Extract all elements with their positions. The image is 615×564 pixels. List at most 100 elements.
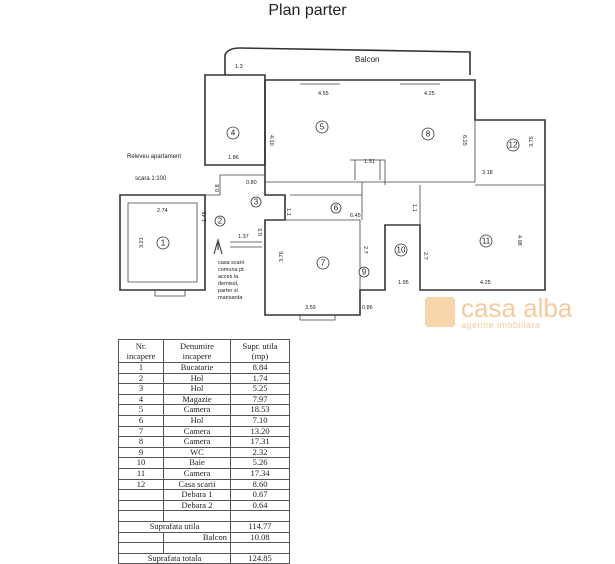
table-cell (118, 489, 164, 501)
balcony-outline (224, 47, 471, 75)
table-cell (118, 510, 164, 522)
svg-text:1.31: 1.31 (364, 159, 375, 165)
svg-text:10: 10 (397, 246, 406, 255)
table-cell: 7.10 (230, 414, 290, 427)
table-cell: 2 (118, 372, 164, 385)
floor-plan: 1 2 3 4 5 6 7 8 9 10 11 12 Balcon Releve… (119, 47, 546, 321)
table-cell: Camera (163, 404, 231, 416)
page-title: Plan parter (268, 2, 347, 19)
svg-text:3.21: 3.21 (139, 237, 145, 248)
svg-text:7: 7 (321, 259, 326, 268)
svg-text:0.86: 0.86 (362, 305, 373, 311)
svg-text:3.76: 3.76 (279, 251, 285, 262)
room-10-marker: 10 (394, 243, 408, 257)
svg-text:demisol,: demisol, (218, 281, 239, 287)
table-cell: Suprafata totala (118, 552, 231, 564)
room-8-marker: 8 (421, 127, 435, 141)
table-cell: 7 (118, 425, 164, 438)
svg-text:3.75: 3.75 (529, 136, 535, 147)
table-cell: Bucatarie (163, 362, 231, 374)
table-cell: Suprafata utila (118, 520, 231, 533)
stair-note: casa scarii comuna pt. acces la demisol,… (218, 260, 246, 301)
survey-label: Releveu apartament (127, 154, 181, 160)
table-cell: 18.53 (230, 404, 290, 416)
house-logo-icon (425, 297, 455, 327)
svg-text:6: 6 (334, 204, 339, 213)
table-cell: Casa scarii (163, 478, 231, 491)
svg-text:2: 2 (218, 217, 223, 226)
svg-text:4.55: 4.55 (318, 91, 329, 97)
watermark-brand: casa alba (461, 293, 573, 323)
table-cell: 7.97 (230, 393, 290, 406)
room-12-marker: 12 (506, 138, 520, 152)
table-cell: 8 (118, 436, 164, 448)
svg-text:parter si: parter si (218, 288, 238, 294)
table-cell: 11 (118, 467, 164, 480)
table-cell: Camera (163, 436, 231, 448)
room-2-marker: 2 (214, 215, 226, 227)
svg-text:1.3: 1.3 (235, 64, 243, 70)
room-5-marker: 5 (315, 120, 329, 134)
table-row-empty (118, 510, 290, 522)
table-cell: WC (163, 446, 231, 459)
room-3-marker: 3 (250, 196, 262, 208)
north-arrow-icon (213, 237, 223, 255)
table-cell: 114.77 (230, 520, 290, 533)
svg-text:11: 11 (482, 237, 491, 246)
table-cell: 12 (118, 478, 164, 491)
balcony-label: Balcon (355, 55, 379, 64)
table-cell: Debara 1 (163, 489, 231, 501)
svg-text:1.1: 1.1 (285, 208, 291, 216)
svg-text:1.86: 1.86 (228, 155, 239, 161)
table-cell: 3 (118, 383, 164, 395)
table-cell: 124.85 (230, 552, 290, 564)
room-11-marker: 11 (479, 234, 493, 248)
svg-text:4.25: 4.25 (424, 91, 435, 97)
svg-text:3: 3 (254, 198, 259, 207)
table-cell: Balcon (163, 531, 231, 544)
table-row-empty (118, 542, 290, 554)
room-4-walls (204, 74, 266, 166)
room-9-marker: 9 (358, 266, 370, 278)
svg-text:mansarda: mansarda (218, 295, 243, 301)
table-cell: 13.20 (230, 425, 290, 438)
room-4-marker: 4 (226, 126, 240, 140)
table-cell (163, 542, 231, 554)
table-cell: 1.74 (230, 372, 290, 385)
room-6-marker: 6 (330, 202, 342, 214)
svg-text:0.5: 0.5 (258, 228, 264, 236)
svg-text:casa scarii: casa scarii (218, 260, 244, 266)
table-cell: 17.31 (230, 436, 290, 448)
watermark-logo: casa alba agentie imobiliara (425, 293, 572, 330)
svg-text:4.25: 4.25 (480, 280, 491, 286)
table-cell: 9 (118, 446, 164, 459)
table-cell: Hol (163, 414, 231, 427)
table-cell (118, 542, 164, 554)
svg-text:0.80: 0.80 (246, 180, 257, 186)
table-cell: 0.67 (230, 489, 290, 501)
scale-label: scara 1:100 (135, 176, 167, 182)
svg-text:6.25: 6.25 (461, 135, 467, 146)
table-cell (230, 542, 290, 554)
table-cell (163, 510, 231, 522)
main-block-walls (264, 79, 546, 316)
svg-text:2.74: 2.74 (157, 208, 168, 214)
table-cell: Supr. utila (mp) (230, 339, 290, 363)
table-cell: Denumire incapere (163, 339, 231, 363)
svg-text:1: 1 (161, 239, 166, 248)
svg-text:12: 12 (509, 141, 518, 150)
room-1-walls (119, 194, 206, 291)
table-cell: 4 (118, 393, 164, 406)
